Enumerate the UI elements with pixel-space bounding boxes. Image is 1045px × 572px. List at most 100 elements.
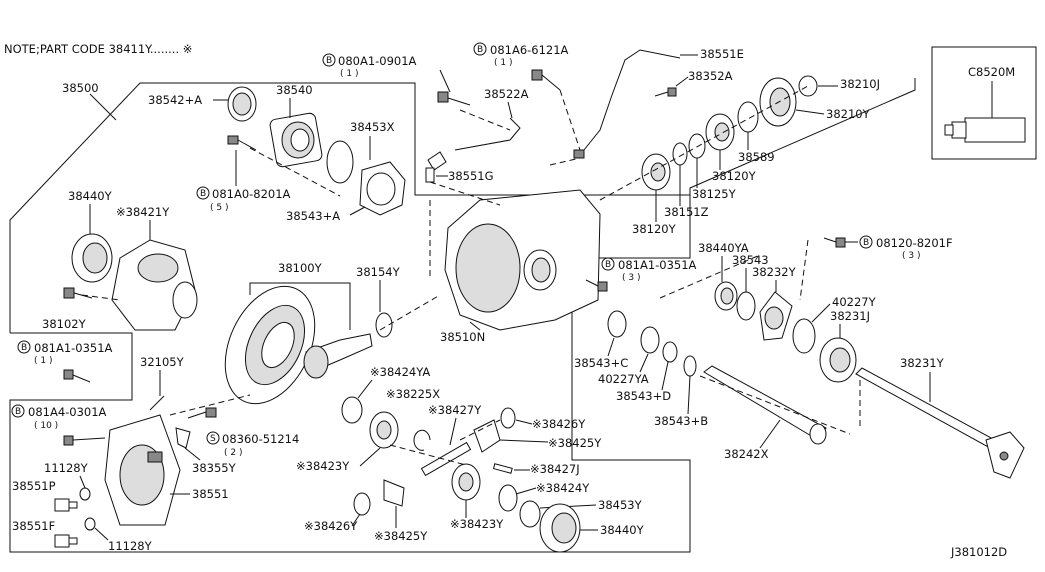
label-38543c: 38543+C <box>574 356 628 370</box>
pinion-gear-38425y-b-icon <box>383 479 405 507</box>
label-38120y-a: 38120Y <box>712 169 757 183</box>
stud-32105y-icon <box>149 395 165 411</box>
label-08120: 08120-8201F <box>876 236 953 250</box>
label-38453x: 38453X <box>350 120 395 134</box>
label-38352a: 38352A <box>688 69 733 83</box>
label-38440ya: 38440YA <box>698 241 749 255</box>
side-gear-38423y-left-icon <box>369 411 399 449</box>
group-outline-main <box>9 78 916 333</box>
oring-38543b-icon <box>683 355 697 377</box>
bolt-081a4-icon <box>63 435 106 446</box>
label-08360: 08360-51214 <box>222 432 299 446</box>
label-38589: 38589 <box>738 150 775 164</box>
label-38500: 38500 <box>62 81 99 95</box>
pinion-38100y-icon <box>303 333 373 379</box>
housing-38510n-icon <box>444 189 601 331</box>
washer-11128y-b-icon <box>84 517 96 531</box>
bolt-b-081a4: B <box>15 407 21 417</box>
oring-38543c-icon <box>607 310 627 338</box>
nut-38210j-icon <box>798 75 818 97</box>
label-081a0-8201a: 081A0-8201A <box>212 187 291 201</box>
seal-40227ya-icon <box>640 326 660 354</box>
label-38543b: 38543+B <box>654 414 708 428</box>
spacer-38154y-icon <box>375 312 393 338</box>
bolt-b-081a0: B <box>200 189 206 199</box>
cover-38551-icon <box>104 414 181 526</box>
label-38426y-r: ※38426Y <box>532 417 586 431</box>
bolt-b-081a1-right: B <box>605 260 611 270</box>
note-text: NOTE;PART CODE 38411Y........ ※ <box>4 42 192 56</box>
screw-08360-icon <box>187 407 217 419</box>
label-38151z: 38151Z <box>664 205 709 219</box>
label-081a6: 081A6-6121A <box>490 43 569 57</box>
label-38542a: 38542+A <box>148 93 202 107</box>
washer-38426y-b-icon <box>353 492 371 516</box>
label-38231y: 38231Y <box>900 356 945 370</box>
tool-c8520m-icon <box>944 117 1026 143</box>
label-080a1-qty: ( 1 ) <box>340 69 358 79</box>
label-40227ya: 40227YA <box>598 372 649 386</box>
label-38120y-b: 38120Y <box>632 222 677 236</box>
axle-38231y-icon <box>855 367 1025 479</box>
shaft-38427y-icon <box>420 441 472 477</box>
pinion-gear-38425y-r-icon <box>473 419 501 453</box>
label-38355y: 38355Y <box>192 461 237 475</box>
plug-38551p-icon <box>54 498 78 512</box>
bolt-b-08120: B <box>863 238 869 248</box>
bolt-081a6-icon <box>531 69 561 91</box>
label-08360-qty: ( 2 ) <box>224 448 242 458</box>
bolt-b-080a1: B <box>326 56 332 66</box>
washer-11128y-a-icon <box>79 487 91 501</box>
label-38510n: 38510N <box>440 330 485 344</box>
label-38427j: ※38427J <box>530 462 580 476</box>
bolt-081a0-icon <box>227 135 257 151</box>
shim-38453y-icon <box>519 500 541 528</box>
label-08120-qty: ( 3 ) <box>902 251 920 261</box>
label-081a4-qty: ( 10 ) <box>34 421 58 431</box>
bolt-080a1-icon <box>437 91 471 106</box>
oring-38543d-icon <box>662 341 678 363</box>
bolt-b-081a1-left: B <box>21 343 27 353</box>
seal-40227y-icon <box>792 318 816 354</box>
shim-38151z-icon <box>672 142 688 166</box>
seal-38542a-icon <box>227 86 257 122</box>
tube-38242x-icon <box>703 365 827 445</box>
retainer-38232y-icon <box>759 291 793 341</box>
label-38427y: ※38427Y <box>428 403 482 417</box>
label-38242x: 38242X <box>724 447 769 461</box>
ring-gear-38100y-icon <box>224 285 316 405</box>
washer-38424ya-icon <box>341 396 363 424</box>
label-38440y-bottom: 38440Y <box>600 523 645 537</box>
tool-label: C8520M <box>968 65 1015 79</box>
washer-38424y-icon <box>498 484 518 512</box>
bolt-b-081a6: B <box>477 45 483 55</box>
label-38424ya: ※38424YA <box>370 365 430 379</box>
side-gear-38423y-bottom-icon <box>451 463 481 501</box>
bolt-38352a-icon <box>654 87 677 97</box>
pin-38427j-icon <box>492 463 513 474</box>
label-38210y: 38210Y <box>826 107 871 121</box>
tool-box <box>931 46 1037 160</box>
bolt-08120-icon <box>823 237 846 248</box>
label-38551f: 38551F <box>12 519 55 533</box>
label-11128y-b: 11128Y <box>108 539 153 553</box>
bearing-38231j-icon <box>819 337 857 383</box>
bearing-38120y-a-icon <box>705 113 735 151</box>
label-38102y: 38102Y <box>42 317 87 331</box>
label-080a1: 080A1-0901A <box>338 54 417 68</box>
label-38551: 38551 <box>192 487 229 501</box>
label-081a1-left-qty: ( 1 ) <box>34 356 52 366</box>
label-38543a: 38543+A <box>286 209 340 223</box>
label-38232y: 38232Y <box>752 265 797 279</box>
oring-38453x-icon <box>326 140 354 184</box>
diff-case-38421y-icon <box>111 239 198 331</box>
harness-38551e-icon <box>579 49 681 156</box>
label-38543: 38543 <box>732 253 769 267</box>
snap-ring-38225x-icon <box>413 429 431 451</box>
label-38551p: 38551P <box>12 479 56 493</box>
label-38125y: 38125Y <box>692 187 737 201</box>
bolt-081a1-right-icon <box>585 279 608 292</box>
label-38423y-left: ※38423Y <box>296 459 350 473</box>
breather-38522a-icon <box>454 117 521 151</box>
bearing-38440y-left-icon <box>71 233 113 283</box>
